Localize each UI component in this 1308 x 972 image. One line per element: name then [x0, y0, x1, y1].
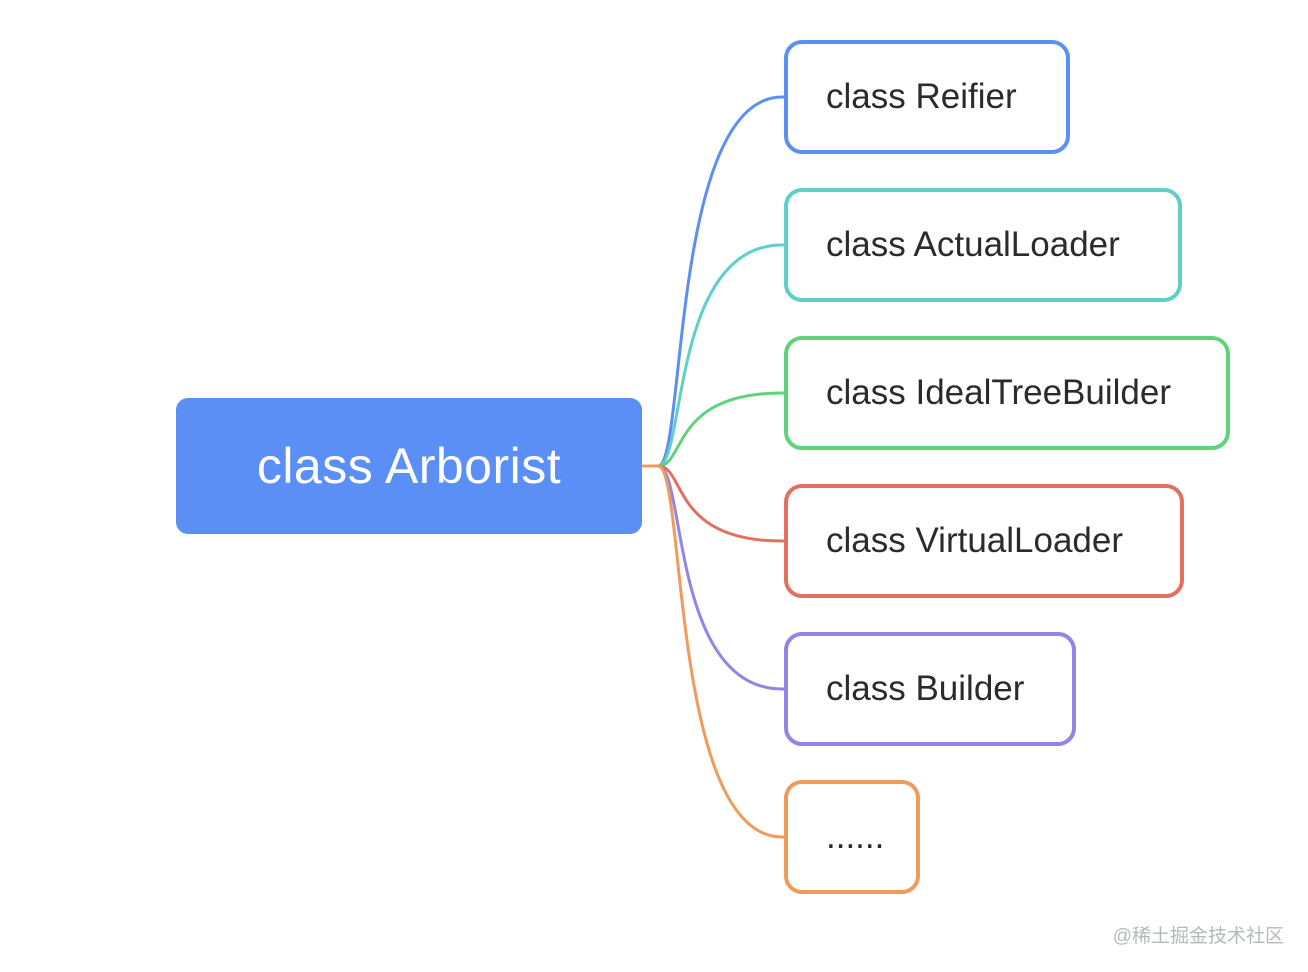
child-node-label: ......	[826, 817, 885, 856]
child-node-virtual-loader[interactable]: class VirtualLoader	[784, 484, 1184, 598]
child-node-reifier[interactable]: class Reifier	[784, 40, 1070, 154]
child-node-actual-loader[interactable]: class ActualLoader	[784, 188, 1182, 302]
child-node-ideal-tree-builder[interactable]: class IdealTreeBuilder	[784, 336, 1230, 450]
child-node-more[interactable]: ......	[784, 780, 920, 894]
connector-line-2	[640, 391, 788, 468]
connector-line-3	[640, 464, 788, 543]
child-node-builder[interactable]: class Builder	[784, 632, 1076, 746]
root-node-label: class Arborist	[256, 438, 562, 494]
child-node-label: class Builder	[826, 669, 1025, 708]
child-node-label: class IdealTreeBuilder	[826, 373, 1171, 412]
root-node-arborist[interactable]: class Arborist	[176, 398, 642, 534]
child-node-label: class Reifier	[826, 77, 1017, 116]
connector-line-0	[640, 95, 788, 468]
child-node-label: class VirtualLoader	[826, 521, 1124, 560]
child-node-label: class ActualLoader	[826, 225, 1120, 264]
connector-line-1	[640, 243, 788, 468]
watermark: @稀土掘金技术社区	[1112, 926, 1284, 947]
connector-line-4	[640, 464, 788, 691]
connector-line-5	[640, 464, 788, 839]
